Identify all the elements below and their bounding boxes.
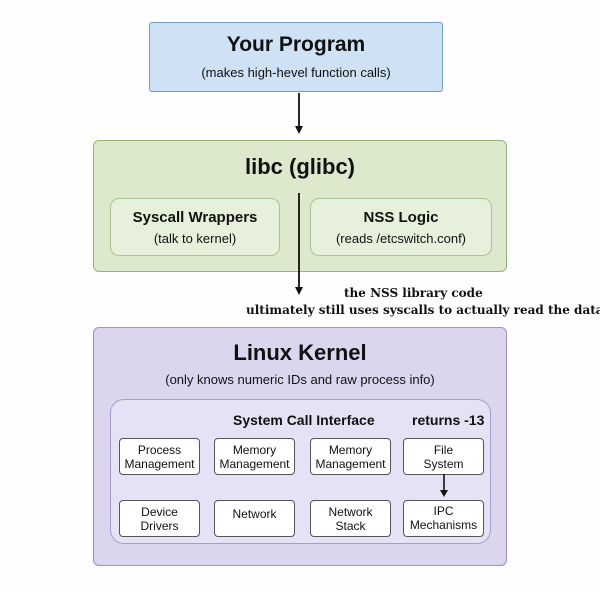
system-call-interface-title: System Call Interface xyxy=(233,412,375,428)
libc-box: libc (glibc) Syscall Wrappers (talk to k… xyxy=(93,140,507,272)
your-program-subtitle: (makes high-hevel function calls) xyxy=(201,65,391,80)
linux-kernel-title: Linux Kernel xyxy=(233,340,367,365)
subsystem-label: Device xyxy=(141,504,178,519)
syscall-wrappers-subtitle: (talk to kernel) xyxy=(153,231,237,246)
linux-kernel-subtitle: (only knows numeric IDs and raw process … xyxy=(165,372,435,387)
nss-logic-subtitle: (reads /etcswitch.conf) xyxy=(335,231,467,246)
subsystem-label: System xyxy=(423,456,464,471)
subsystem-label: Mechanisms xyxy=(409,518,478,532)
system-call-interface-box: System Call Interface returns -13 Proces… xyxy=(110,399,491,544)
nss-logic-box: NSS Logic (reads /etcswitch.conf) xyxy=(310,198,492,256)
linux-kernel-box: Linux Kernel (only knows numeric IDs and… xyxy=(93,327,507,566)
syscall-wrappers-box: Syscall Wrappers (talk to kernel) xyxy=(110,198,280,256)
your-program-box: Your Program (makes high-hevel function … xyxy=(149,22,443,92)
subsystem-label: Memory xyxy=(328,442,373,457)
your-program-title: Your Program xyxy=(226,33,366,56)
libc-title: libc (glibc) xyxy=(245,154,355,179)
program-to-libc-arrow xyxy=(295,93,303,134)
subsystem-label: Memory xyxy=(232,442,277,457)
subsystem-label: Stack xyxy=(335,518,366,533)
syscall-wrappers-title: Syscall Wrappers xyxy=(132,209,258,226)
returns-error-label: returns -13 xyxy=(412,412,485,428)
subsystem-label: Process xyxy=(137,442,182,457)
subsystem-label: Management xyxy=(219,456,290,471)
nss-note-line-2: ultimately still uses syscalls to actual… xyxy=(246,303,600,317)
subsystem-label: IPC xyxy=(433,504,454,518)
subsystem-label: Management xyxy=(124,456,195,471)
subsystem-label: Drivers xyxy=(140,518,179,533)
subsystem-label: Management xyxy=(315,456,386,471)
subsystem-label: File xyxy=(433,442,454,457)
subsystem-label: Network xyxy=(232,507,277,521)
nss-logic-title: NSS Logic xyxy=(363,209,439,226)
nss-note-line-1: the NSS library code xyxy=(344,286,483,300)
subsystem-label: Network xyxy=(328,504,373,519)
network-box: Network xyxy=(214,500,295,537)
